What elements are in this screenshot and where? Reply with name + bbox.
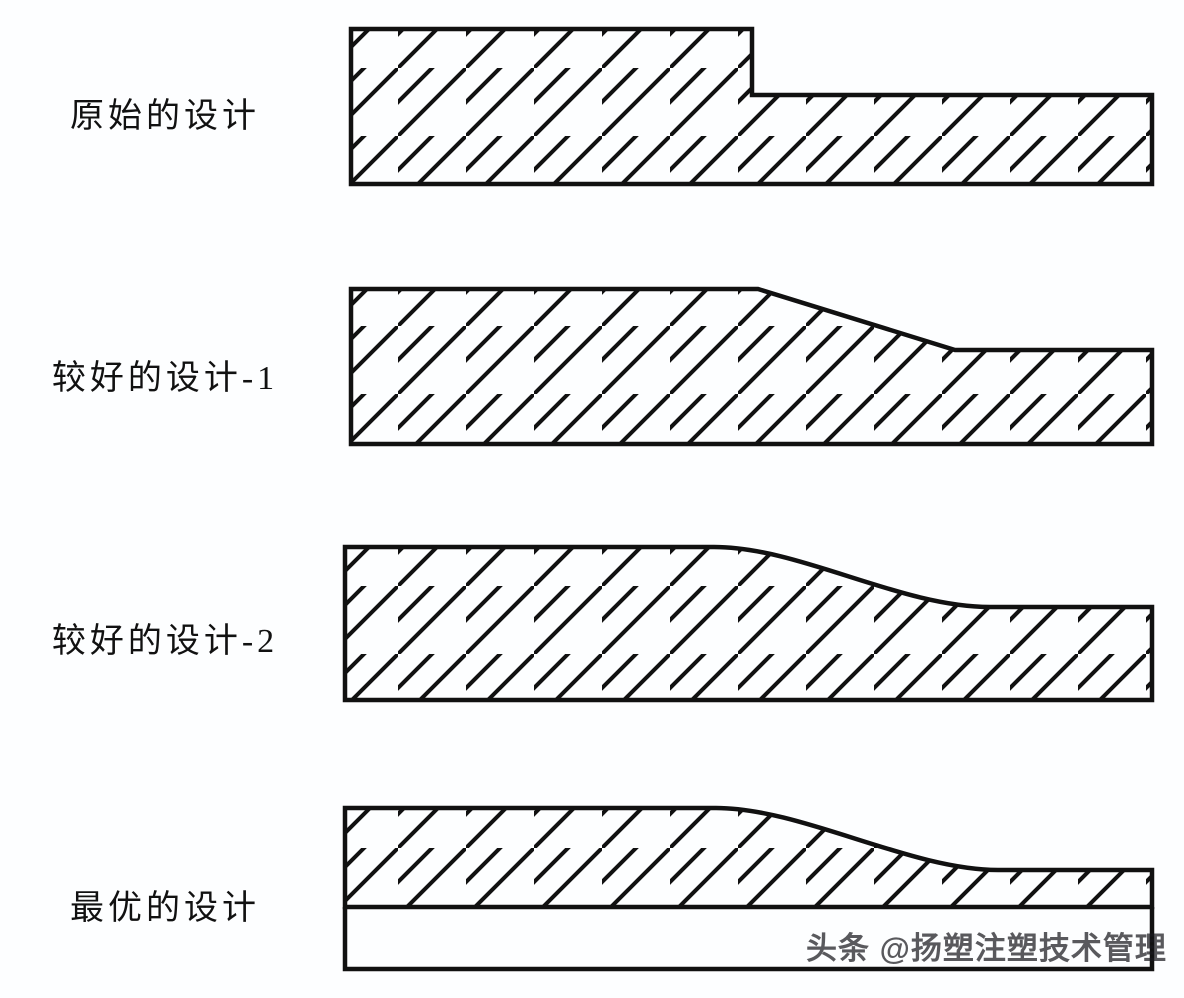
figure-original-design: [330, 0, 1184, 250]
figure-optimal-design: [330, 780, 1184, 998]
figure-better-design-2: [330, 518, 1184, 768]
row-label-better-2: 较好的设计-2: [51, 623, 279, 660]
row-label-optimal: 最优的设计: [70, 890, 260, 927]
row-label-original: 原始的设计: [70, 98, 260, 135]
row-label-better-1: 较好的设计-1: [51, 360, 279, 397]
figure-better-design-1: [330, 258, 1184, 508]
